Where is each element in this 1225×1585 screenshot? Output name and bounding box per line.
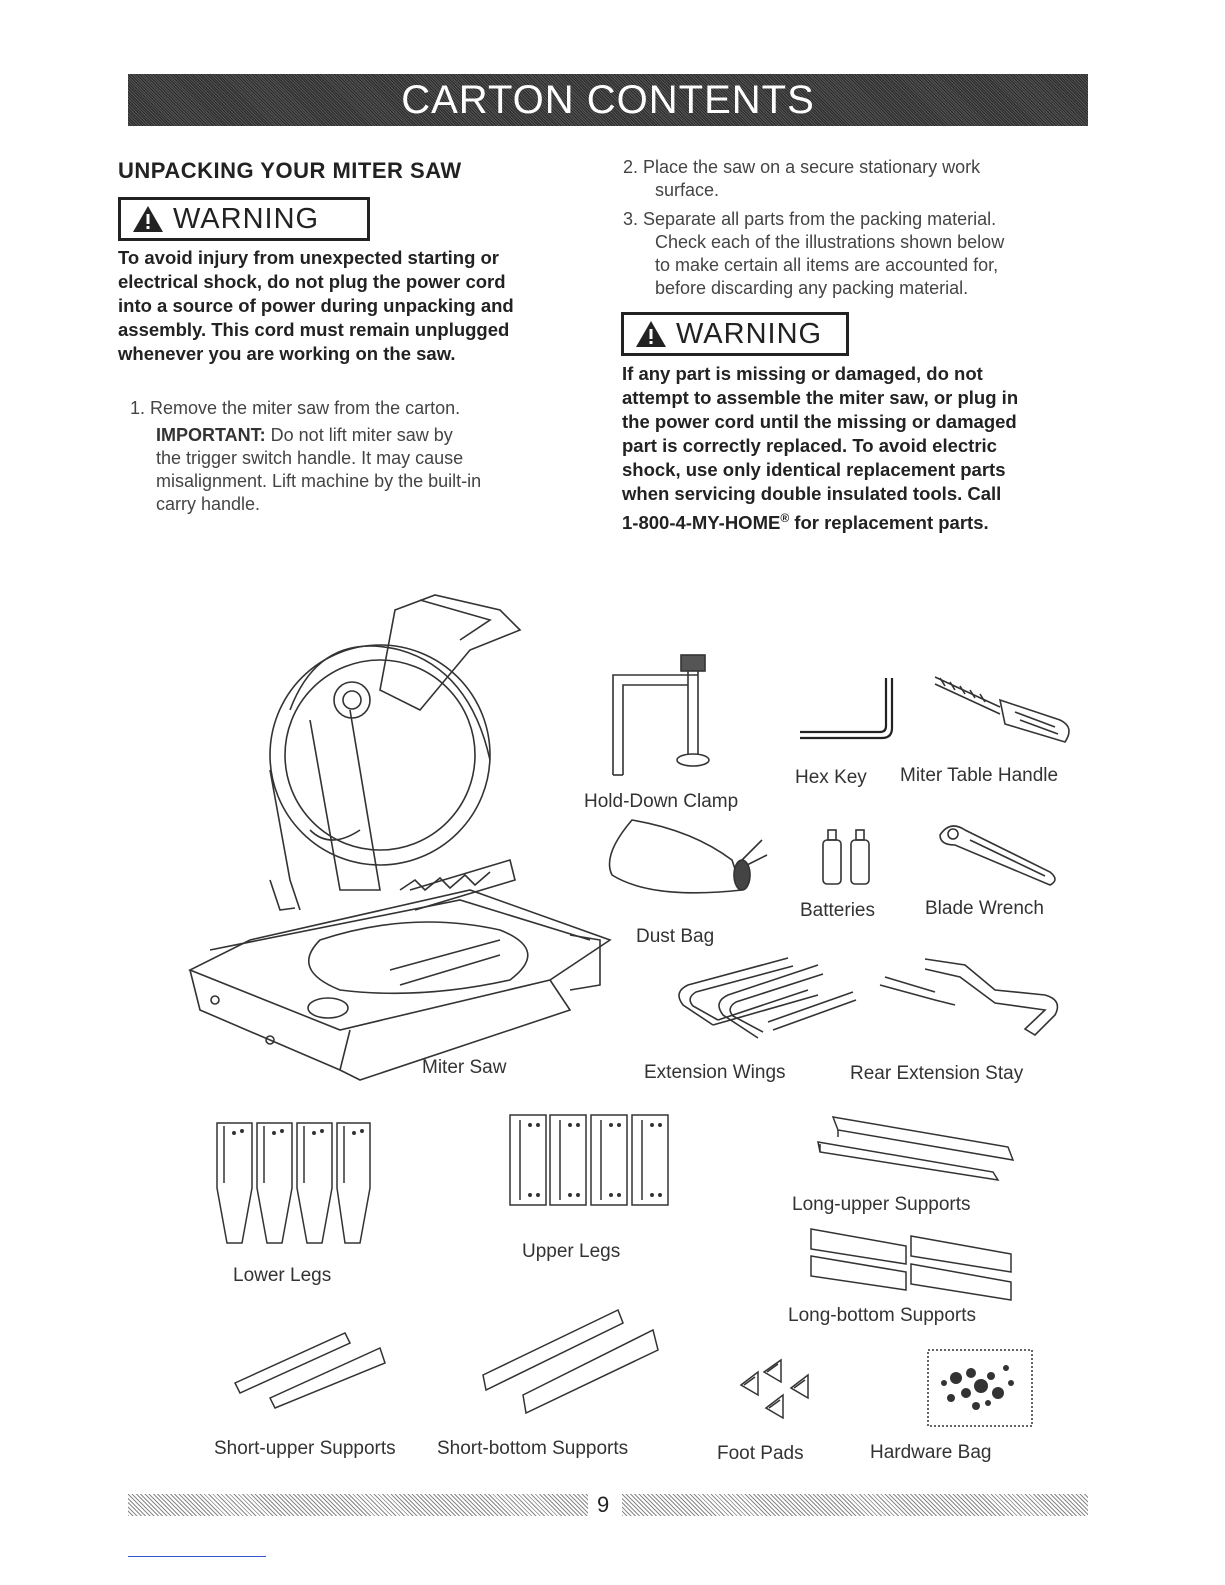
warning-label: WARNING (173, 202, 320, 235)
label-hardware-bag: Hardware Bag (870, 1442, 992, 1463)
batteries-illustration (822, 829, 870, 885)
important-line: misalignment. Lift machine by the built-… (156, 471, 482, 491)
section-banner: CARTON CONTENTS (128, 74, 1088, 126)
short-upper-supports-illustration (233, 1332, 386, 1409)
registered-mark: ® (780, 511, 790, 525)
warning-line: the power cord until the missing or dama… (622, 411, 1017, 432)
label-blade-wrench: Blade Wrench (925, 898, 1044, 919)
upper-legs-illustration (509, 1114, 669, 1206)
hardware-bag-illustration (927, 1349, 1033, 1427)
warning-line: part is correctly replaced. To avoid ele… (622, 435, 997, 456)
unpacking-heading: UNPACKING YOUR MITER SAW (118, 158, 462, 183)
warning-line: when servicing double insulated tools. C… (622, 483, 1002, 504)
blade-wrench-illustration (939, 825, 1056, 886)
long-bottom-supports-illustration (810, 1228, 1012, 1301)
section-title: CARTON CONTENTS (401, 77, 815, 122)
hold-down-clamp-illustration (612, 654, 710, 776)
warning-label: WARNING (676, 317, 823, 350)
lower-legs-illustration (216, 1122, 371, 1244)
label-foot-pads: Foot Pads (717, 1443, 804, 1464)
label-short-upper-supports: Short-upper Supports (214, 1438, 396, 1459)
phone-number: 1-800-4-MY-HOME (622, 512, 781, 534)
label-rear-extension-stay: Rear Extension Stay (850, 1063, 1024, 1084)
step-2: 2. Place the saw on a secure stationary … (623, 156, 1073, 202)
warning-line: whenever you are working on the saw. (118, 343, 456, 364)
warning-line: To avoid injury from unexpected starting… (118, 247, 500, 268)
step-3-line: 3. Separate all parts from the packing m… (623, 209, 997, 229)
warning-tail: for replacement parts. (789, 512, 989, 534)
warning-text-right: If any part is missing or damaged, do no… (622, 362, 1092, 535)
label-long-bottom-supports: Long-bottom Supports (788, 1305, 977, 1326)
step-1-text: 1. Remove the miter saw from the carton. (130, 398, 461, 418)
important-text: Do not lift miter saw by (265, 425, 453, 445)
page-number: 9 (597, 1492, 610, 1517)
warning-label-box-right: WARNING (621, 312, 849, 356)
warning-line: into a source of power during unpacking … (118, 295, 514, 316)
label-miter-table-handle: Miter Table Handle (900, 765, 1059, 786)
label-batteries: Batteries (800, 900, 875, 921)
short-bottom-supports-illustration (482, 1308, 659, 1415)
step-3-line: Check each of the illustrations shown be… (655, 232, 1005, 252)
warning-line: attempt to assemble the miter saw, or pl… (622, 387, 1019, 408)
step-2-line: 2. Place the saw on a secure stationary … (623, 157, 981, 177)
warning-line: 1-800-4-MY-HOME® for replacement parts. (622, 506, 1092, 535)
label-miter-saw: Miter Saw (422, 1057, 507, 1078)
warning-line: If any part is missing or damaged, do no… (622, 363, 983, 384)
miter-saw-illustration (188, 594, 612, 1081)
label-lower-legs: Lower Legs (233, 1265, 332, 1286)
label-hold-down-clamp: Hold-Down Clamp (584, 791, 739, 812)
label-short-bottom-supports: Short-bottom Supports (437, 1438, 629, 1459)
warning-triangle-icon (636, 321, 666, 347)
step-2-line: surface. (655, 180, 720, 200)
step-3-line: before discarding any packing material. (655, 278, 969, 298)
step-3: 3. Separate all parts from the packing m… (623, 208, 1083, 300)
important-line: carry handle. (156, 494, 261, 514)
underline-link (128, 1556, 266, 1557)
rear-extension-stay-illustration (879, 958, 1059, 1037)
label-dust-bag: Dust Bag (636, 926, 715, 947)
step-3-line: to make certain all items are accounted … (655, 255, 999, 275)
warning-line: assembly. This cord must remain unplugge… (118, 319, 510, 340)
warning-line: shock, use only identical replacement pa… (622, 459, 1006, 480)
hex-key-illustration (800, 678, 894, 740)
important-line: the trigger switch handle. It may cause (156, 448, 464, 468)
step-1: 1. Remove the miter saw from the carton.… (130, 397, 570, 516)
warning-triangle-icon (133, 206, 163, 232)
long-upper-supports-illustration (817, 1116, 1015, 1181)
label-hex-key: Hex Key (795, 767, 867, 788)
extension-wings-illustration (678, 957, 857, 1039)
label-long-upper-supports: Long-upper Supports (792, 1194, 971, 1215)
important-label: IMPORTANT: (156, 425, 266, 445)
label-upper-legs: Upper Legs (522, 1241, 621, 1262)
foot-pads-illustration (739, 1358, 809, 1420)
label-extension-wings: Extension Wings (644, 1062, 786, 1083)
warning-text-left: To avoid injury from unexpected starting… (118, 246, 588, 366)
important-note: IMPORTANT: Do not lift miter saw by the … (156, 424, 570, 516)
warning-line: electrical shock, do not plug the power … (118, 271, 506, 292)
footer-bar-left (128, 1494, 588, 1516)
miter-table-handle-illustration (934, 676, 1070, 743)
footer-bar-right (622, 1494, 1088, 1516)
warning-label-box-left: WARNING (118, 197, 370, 241)
dust-bag-illustration (608, 819, 768, 894)
